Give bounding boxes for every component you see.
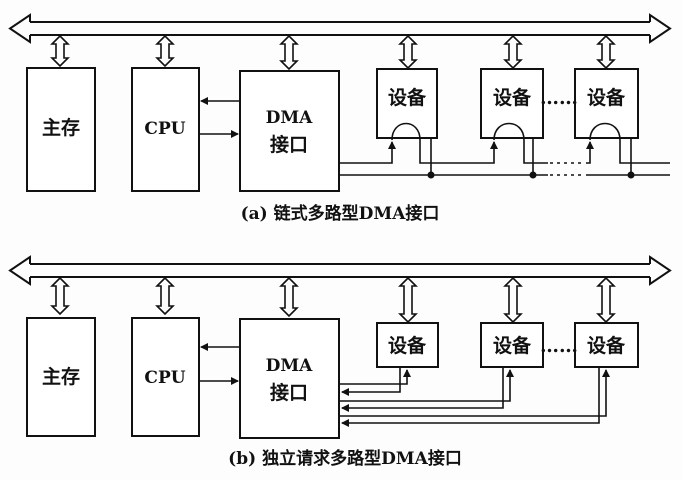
bus-connectors-a	[50, 34, 616, 71]
main-memory-label-b: 主存	[42, 365, 80, 388]
caption-a: (a) 链式多路型DMA接口	[241, 203, 440, 224]
connector-memory-a	[50, 34, 70, 68]
dma-interface-box-b	[239, 318, 340, 439]
daisy-chain-signals-a	[340, 122, 670, 179]
device-label-1-a: 设备	[388, 86, 427, 109]
connector-device3-a	[596, 34, 616, 70]
connector-cpu-b	[155, 276, 175, 316]
caption-b: (b) 独立请求多路型DMA接口	[228, 448, 462, 469]
main-memory-label-a: 主存	[42, 116, 80, 139]
device-box-1-b	[376, 322, 439, 368]
dma-interface-box-a	[239, 70, 340, 192]
dma-label-line2-a: 接口	[270, 134, 308, 156]
connector-device2-b	[503, 276, 523, 324]
device-label-2-b: 设备	[493, 334, 532, 357]
device-label-3-a: 设备	[587, 86, 626, 109]
device-label-3-b: 设备	[587, 334, 626, 357]
dma-label-line1-a: DMA	[266, 108, 314, 128]
connector-cpu-a	[155, 34, 175, 68]
cpu-box-a	[131, 67, 200, 192]
system-bus-a	[8, 13, 672, 44]
dma-label-line1-b: DMA	[266, 356, 314, 376]
connector-memory-b	[50, 276, 70, 316]
system-bus-b	[8, 255, 672, 286]
device-box-2-a	[480, 68, 544, 139]
connector-device1-b	[398, 276, 418, 324]
ellipsis-devices-b: ……	[540, 335, 578, 357]
connector-dma-b	[279, 276, 299, 318]
connector-dma-a	[279, 34, 299, 71]
cpu-box-b	[131, 317, 200, 437]
connector-device2-a	[503, 34, 523, 70]
cpu-label-b: CPU	[144, 368, 185, 388]
ellipsis-devices-a: ……	[540, 87, 578, 109]
independent-request-lines-b	[340, 367, 610, 427]
bus-connectors-b	[50, 276, 616, 324]
device-box-3-a	[574, 68, 639, 139]
device-label-1-b: 设备	[388, 334, 427, 357]
cpu-label-a: CPU	[144, 119, 185, 139]
diagram-b: 主存 CPU DMA 接口 设备 设备 设备 …… (b) 独立请求多路型DMA…	[8, 255, 672, 469]
device-box-1-a	[376, 68, 438, 139]
main-memory-box-b	[26, 317, 96, 437]
device-label-2-a: 设备	[493, 86, 532, 109]
connector-device1-a	[398, 34, 418, 70]
diagram-a: 主存 CPU DMA 接口 设备 设备 设备 ……	[8, 13, 672, 224]
connector-device3-b	[596, 276, 616, 324]
device-box-2-b	[480, 322, 544, 368]
dma-label-line2-b: 接口	[270, 382, 308, 404]
main-memory-box-a	[26, 67, 96, 192]
device-box-3-b	[574, 322, 639, 368]
